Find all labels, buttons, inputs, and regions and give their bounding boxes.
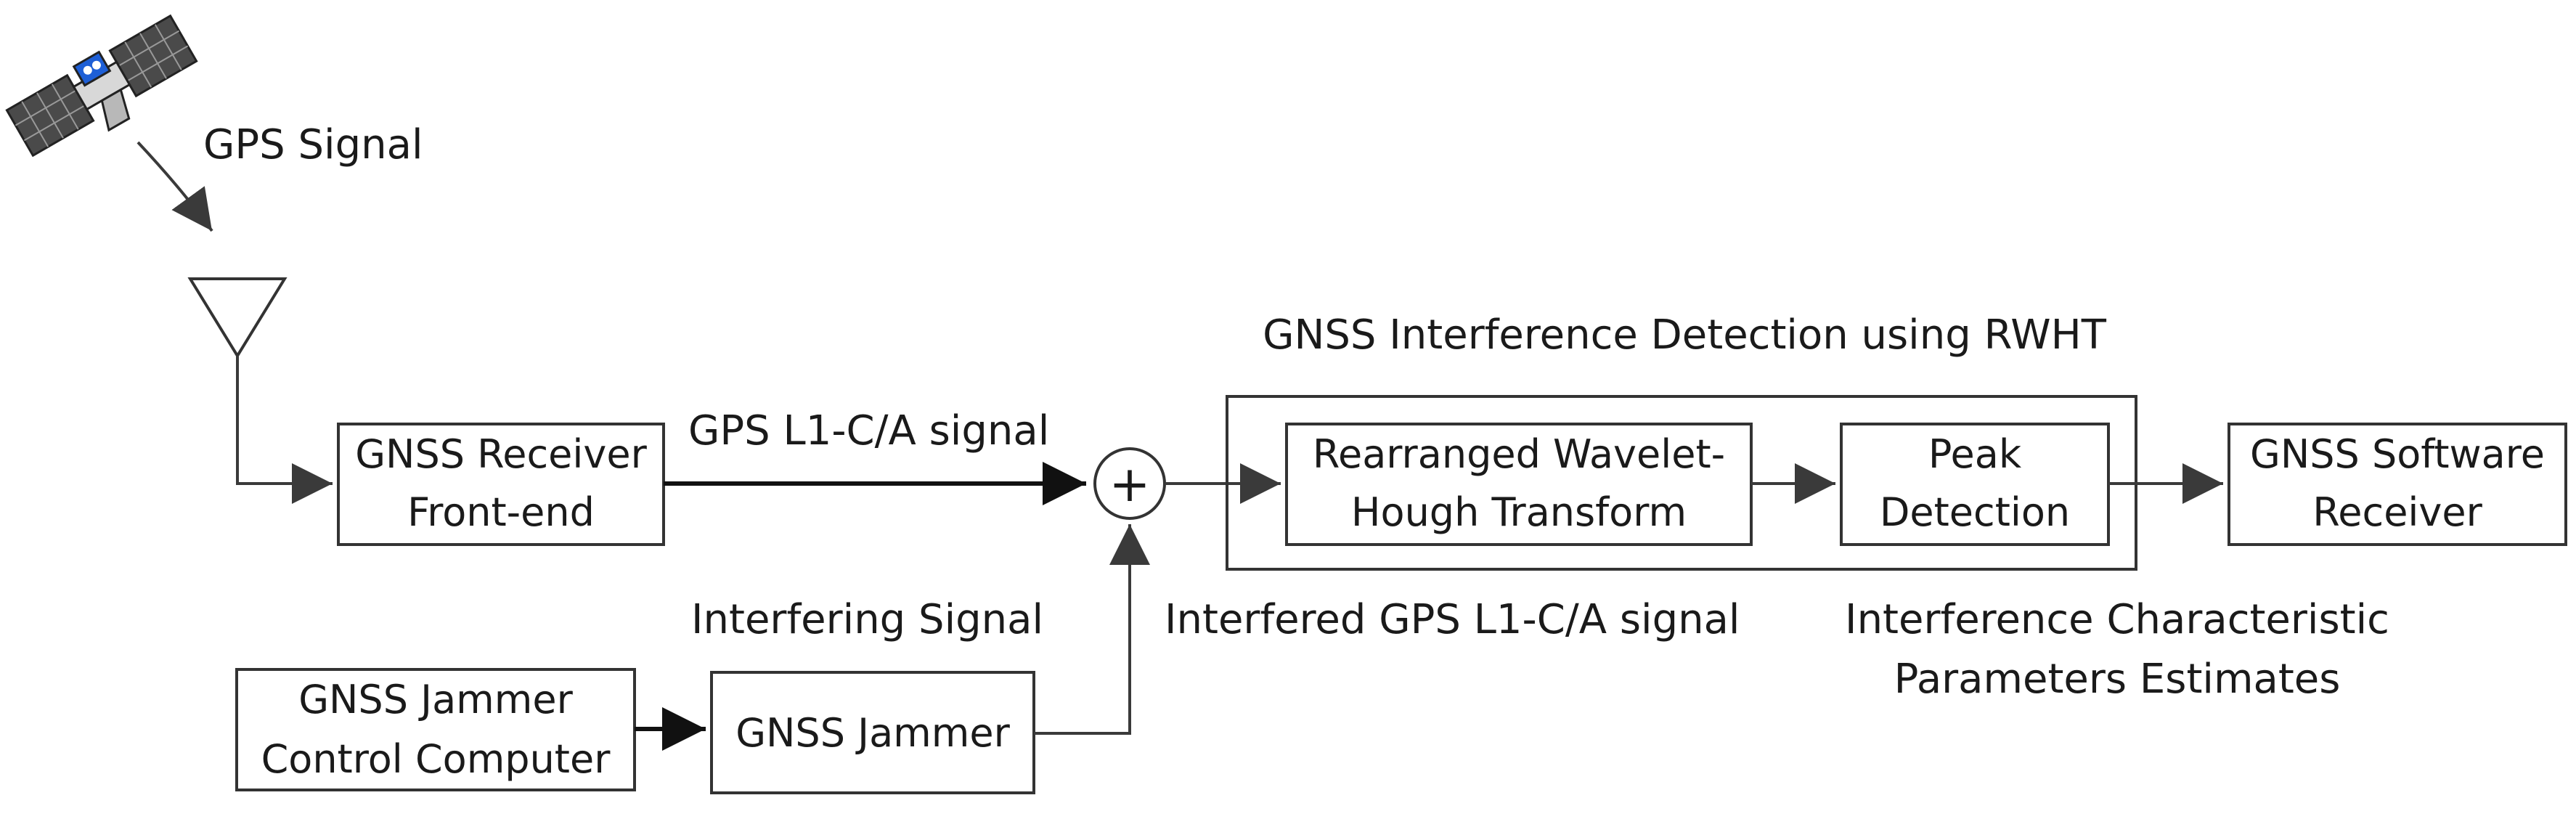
gps-signal-arrow (136, 141, 213, 232)
front-end-label-line2: Front-end (407, 489, 595, 535)
peak-detection-block: Peak Detection (1840, 423, 2110, 546)
antenna-to-frontend-wire (236, 356, 333, 504)
peak-label-line2: Detection (1880, 489, 2070, 535)
jammer-label: GNSS Jammer (735, 710, 1010, 756)
estimates-label-line1: Interference Characteristic (1845, 596, 2389, 643)
rwht-block: Rearranged Wavelet- Hough Transform (1285, 423, 1753, 546)
front-end-block: GNSS Receiver Front-end (337, 423, 665, 546)
jammer-block: GNSS Jammer (710, 671, 1035, 794)
peak-label-line1: Peak (1928, 431, 2022, 477)
satellite-right-panel (108, 14, 198, 98)
gps-l1-signal-label: GPS L1-C/A signal (688, 407, 1049, 455)
summing-junction: + (1093, 447, 1166, 520)
gps-signal-label: GPS Signal (203, 121, 423, 168)
interfering-signal-label: Interfering Signal (691, 596, 1043, 643)
control-computer-label-line1: GNSS Jammer (298, 677, 573, 722)
rwht-label-line2: Hough Transform (1351, 489, 1687, 535)
control-computer-label-line2: Control Computer (261, 736, 611, 782)
plus-icon: + (1109, 456, 1151, 513)
control-computer-block: GNSS Jammer Control Computer (235, 668, 636, 791)
jammer-to-sum-wire (1034, 524, 1150, 735)
software-receiver-label-line1: GNSS Software (2250, 431, 2545, 477)
group-title: GNSS Interference Detection using RWHT (1263, 311, 2107, 359)
antenna-icon (187, 277, 288, 359)
rwht-label-line1: Rearranged Wavelet- (1313, 431, 1725, 477)
satellite-left-panel (5, 73, 95, 158)
front-end-label-line1: GNSS Receiver (355, 431, 647, 477)
software-receiver-label-line2: Receiver (2312, 489, 2482, 535)
interfered-signal-label: Interfered GPS L1-C/A signal (1165, 596, 1740, 643)
satellite-icon (5, 14, 198, 158)
software-receiver-block: GNSS Software Receiver (2227, 423, 2567, 546)
estimates-label-line2: Parameters Estimates (1894, 656, 2341, 703)
